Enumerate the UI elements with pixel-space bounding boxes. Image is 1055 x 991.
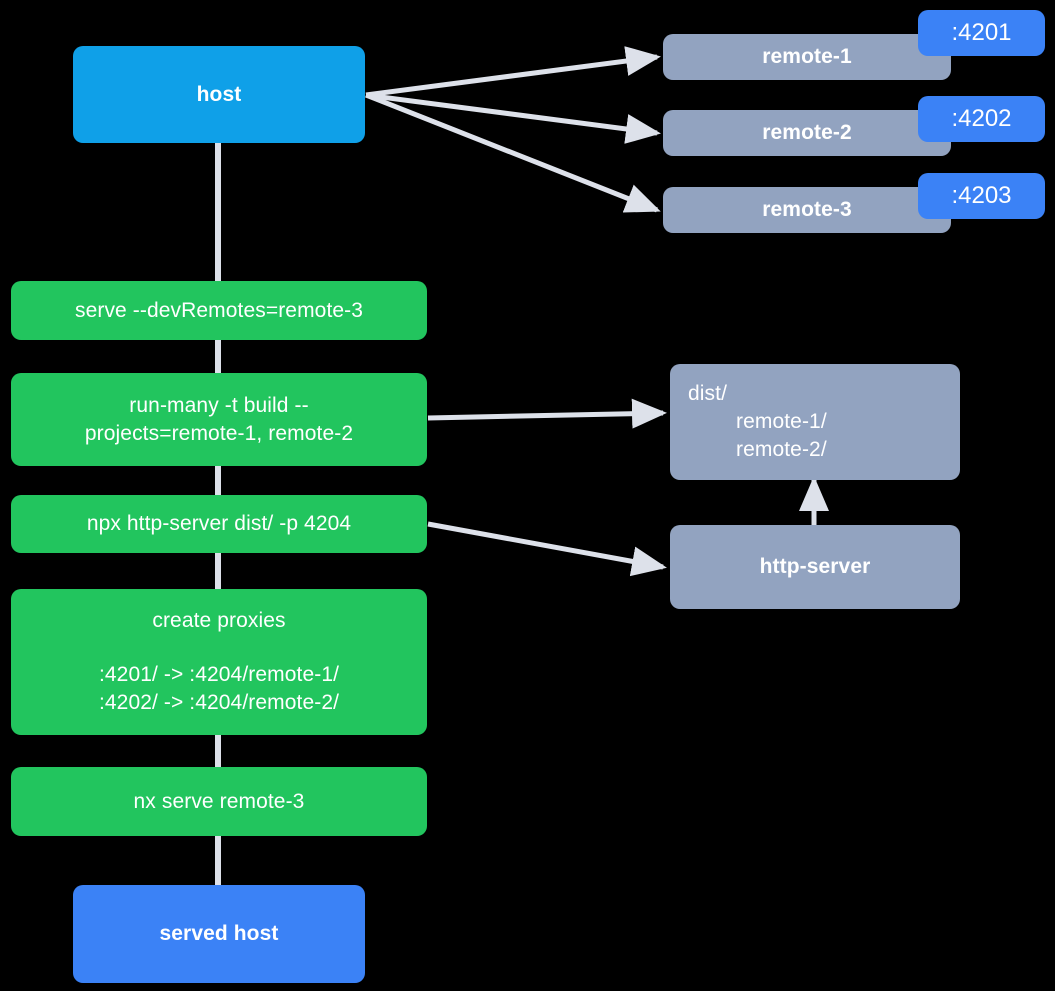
node-command-nx-serve[interactable]: nx serve remote-3 (11, 767, 427, 836)
node-command-nx-serve-line-0: nx serve remote-3 (133, 789, 305, 813)
edge-host-to-remote-1 (365, 46, 661, 98)
edge-host-to-remote-3 (365, 92, 661, 213)
badge-remote-3-port: :4203 (918, 173, 1045, 219)
badge-remote-2-port-label: :4202 (951, 105, 1012, 132)
node-host-label: host (196, 82, 242, 106)
node-remote-1-label: remote-1 (762, 45, 852, 69)
node-command-create-proxies-title: create proxies (152, 609, 286, 633)
node-http-server[interactable]: http-server (670, 525, 960, 609)
node-command-serve[interactable]: serve --devRemotes=remote-3 (11, 281, 427, 340)
node-remote-2-label: remote-2 (762, 121, 852, 145)
edge-npx-to-httpserver (427, 521, 667, 577)
node-command-npx-http-server-line-0: npx http-server dist/ -p 4204 (86, 512, 352, 536)
node-command-run-many[interactable]: run-many -t build -- projects=remote-1, … (11, 373, 427, 466)
node-command-npx-http-server[interactable]: npx http-server dist/ -p 4204 (11, 495, 427, 553)
node-remote-2[interactable]: remote-2 (663, 110, 951, 156)
node-served-host-label: served host (159, 922, 279, 946)
badge-remote-1-port: :4201 (918, 10, 1045, 56)
badge-remote-1-port-label: :4201 (951, 19, 1012, 46)
node-http-server-label: http-server (759, 555, 871, 579)
node-dist-line-1: remote-1/ (736, 410, 827, 434)
node-command-serve-line-0: serve --devRemotes=remote-3 (74, 298, 364, 322)
edge-runmany-to-dist (427, 398, 667, 429)
node-remote-1[interactable]: remote-1 (663, 34, 951, 80)
node-command-create-proxies-line-1: :4202/ -> :4204/remote-2/ (98, 690, 340, 714)
node-remote-3[interactable]: remote-3 (663, 187, 951, 233)
node-remote-3-label: remote-3 (762, 198, 852, 222)
badge-remote-2-port: :4202 (918, 96, 1045, 142)
node-command-run-many-line-0: run-many -t build -- (129, 393, 309, 417)
node-served-host[interactable]: served host (73, 885, 365, 983)
edge-host-to-remote-2 (365, 92, 661, 144)
node-dist-artifact[interactable]: dist/ remote-1/ remote-2/ (670, 364, 960, 480)
node-dist-line-0: dist/ (688, 382, 728, 406)
node-command-run-many-line-1: projects=remote-1, remote-2 (84, 421, 354, 445)
node-host[interactable]: host (73, 46, 365, 143)
node-dist-line-2: remote-2/ (736, 437, 827, 461)
badge-remote-3-port-label: :4203 (951, 182, 1012, 209)
node-command-create-proxies[interactable]: create proxies :4201/ -> :4204/remote-1/… (11, 589, 427, 735)
node-command-create-proxies-line-0: :4201/ -> :4204/remote-1/ (98, 663, 340, 687)
